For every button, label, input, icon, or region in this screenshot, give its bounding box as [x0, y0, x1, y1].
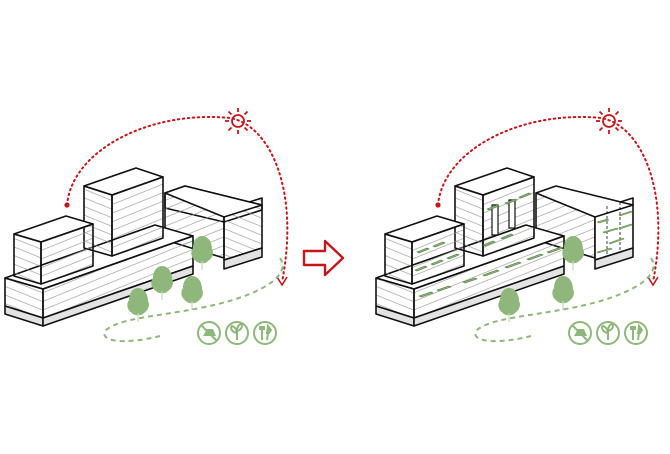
green-terraces: [414, 192, 564, 298]
tree-icon: [150, 265, 174, 301]
building-tall-tower: [83, 167, 164, 257]
sun-path-start-dot: [64, 202, 70, 208]
walking-path: [103, 257, 284, 343]
plant-sprout-icon: [596, 321, 620, 345]
sun-path-arrowhead-icon: [647, 276, 659, 287]
sun-icon: [225, 108, 251, 134]
fork-and-trowel-icon: [253, 321, 277, 345]
panel-after: [375, 108, 660, 345]
fork-and-trowel-icon: [624, 321, 648, 345]
tree-icon: [190, 235, 214, 271]
tree-icon: [561, 235, 585, 271]
amenity-icons: [568, 321, 648, 345]
tree-icon: [551, 275, 575, 311]
tree-icon: [180, 275, 204, 311]
building-east-block: [164, 185, 263, 270]
plant-sprout-icon: [225, 321, 249, 345]
sun-path-start-dot: [435, 202, 441, 208]
walking-path: [474, 257, 655, 343]
building-west-block-terraced: [384, 215, 465, 285]
building-tall-tower-terraced: [454, 167, 535, 257]
panel-before: [4, 108, 289, 345]
arrow-right-icon: [302, 239, 345, 277]
building-west-block: [13, 215, 94, 285]
sun-icon: [596, 108, 622, 134]
sun-path: [437, 116, 660, 283]
sun-path: [66, 116, 289, 283]
sun-path-arrowhead-icon: [276, 276, 288, 287]
no-car-icon: [197, 321, 221, 345]
tree-icon: [126, 287, 150, 323]
amenity-icons: [197, 321, 277, 345]
tree-icon: [497, 287, 521, 323]
no-car-icon: [568, 321, 592, 345]
